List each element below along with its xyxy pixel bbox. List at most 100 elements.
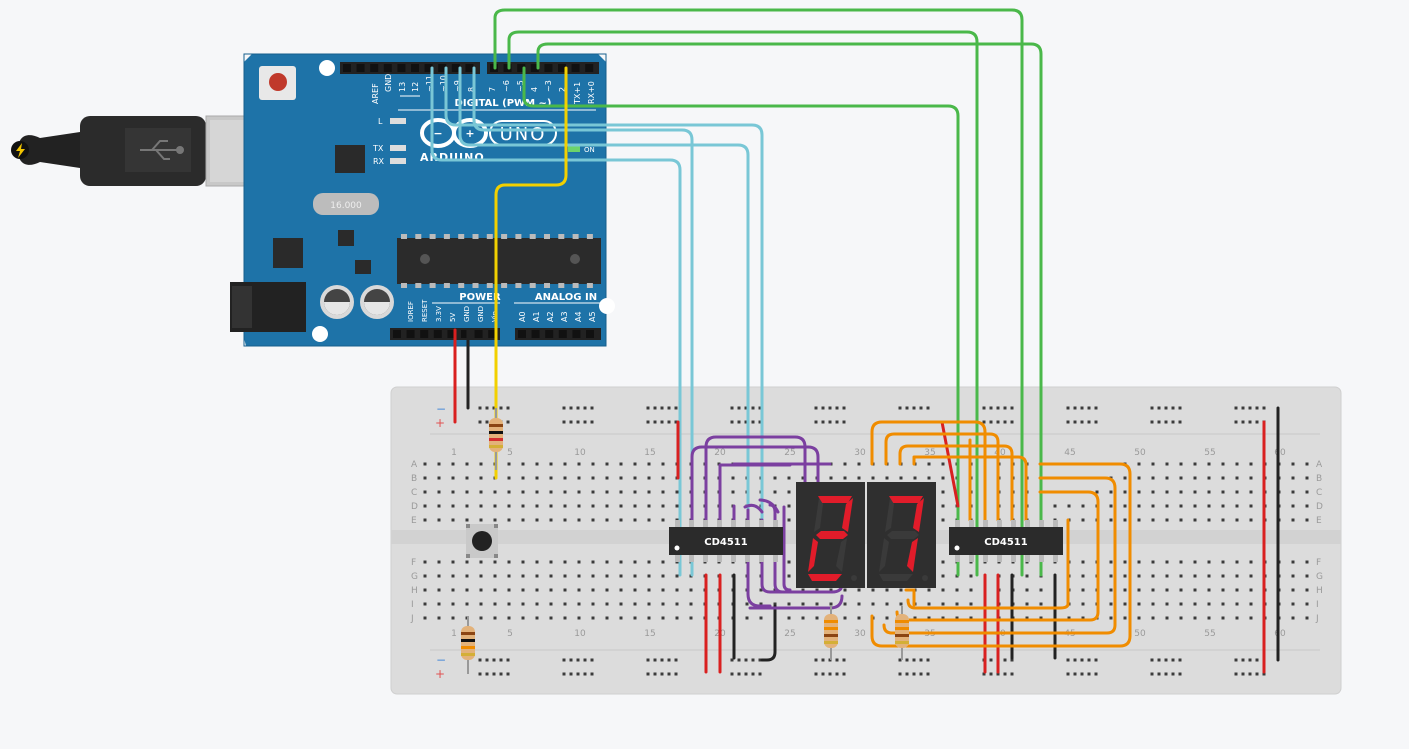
segment-b (913, 498, 924, 532)
power-pin-label: IOREF (407, 301, 415, 322)
column-number-top: 50 (1134, 448, 1146, 458)
row-letter: A (411, 460, 418, 470)
column-number-top: 1 (451, 448, 457, 458)
column-number-top: 30 (854, 448, 866, 458)
column-number-bottom: 1 (451, 629, 457, 639)
row-letter: H (1316, 586, 1323, 596)
chip-2-label: CD4511 (984, 537, 1028, 548)
column-number-bottom: 5 (507, 629, 513, 639)
resistor-3[interactable] (824, 606, 838, 660)
analog-pin-label: A2 (546, 311, 555, 322)
row-letter: B (411, 474, 417, 484)
segment-f (885, 498, 894, 532)
header-pin-label: 7 (488, 87, 497, 92)
resistor-2[interactable] (461, 616, 475, 674)
analog-pin-label: A4 (574, 311, 583, 322)
power-pin-label: 5V (449, 313, 457, 322)
header-pin-label: 4 (530, 87, 539, 92)
segment-e (808, 538, 818, 572)
rail-minus-top: − (436, 402, 446, 416)
bottom-power-rail[interactable] (478, 658, 1266, 676)
reset-button[interactable] (259, 66, 296, 100)
seven-segment-display-2[interactable] (867, 482, 936, 588)
resistor-1[interactable] (489, 408, 503, 470)
power-pin-label: 3.3V (435, 306, 443, 322)
header-pin-label: ~11 (425, 75, 434, 92)
brand-label: ARDUINO (420, 151, 485, 164)
segment-a (818, 496, 852, 503)
row-letter: B (1316, 474, 1322, 484)
analog-pin-label: A3 (560, 311, 569, 322)
rail-plus-top: + (435, 416, 445, 430)
wires[interactable] (430, 8, 1280, 674)
column-number-top: 20 (714, 448, 726, 458)
row-letter: G (411, 572, 418, 582)
push-button[interactable] (466, 524, 498, 558)
segment-e (879, 538, 889, 572)
arduino-uno-board[interactable]: 16.000 L TX RX ON − + (11, 53, 615, 347)
segment-a (889, 496, 923, 503)
column-number-bottom: 30 (854, 629, 866, 639)
header-pin-label: 13 (398, 82, 407, 92)
push-button-icon (472, 531, 492, 551)
segment-d (808, 574, 842, 581)
model-label: UNO (500, 124, 547, 145)
svg-text:+: + (465, 127, 474, 140)
segment-dp (851, 575, 857, 581)
column-number-bottom: 15 (644, 629, 655, 639)
column-number-top: 60 (1274, 448, 1286, 458)
header-pin-label: ~5 (516, 80, 525, 92)
column-number-bottom: 50 (1134, 629, 1146, 639)
row-letter: D (411, 502, 418, 512)
cd4511-chip-2[interactable]: CD4511 (949, 520, 1063, 562)
row-letter: A (1316, 460, 1323, 470)
row-letter: C (1316, 488, 1322, 498)
cd4511-chip-1[interactable]: CD4511 (669, 520, 783, 562)
crystal-label: 16.000 (330, 201, 362, 211)
led-l-label: L (378, 117, 383, 126)
segment-dp (922, 575, 928, 581)
segment-g (816, 531, 848, 539)
atmega-chip (397, 234, 601, 288)
resistor-4[interactable] (895, 606, 909, 660)
row-letter: E (1316, 516, 1322, 526)
led-rx-label: RX (373, 157, 385, 166)
led-tx-label: TX (372, 144, 384, 153)
segment-c (907, 538, 918, 572)
header-pin-label: 12 (411, 82, 420, 92)
column-number-bottom: 10 (574, 629, 586, 639)
column-number-top: 15 (644, 448, 655, 458)
power-pin-label: GND (463, 306, 471, 322)
column-number-top: 5 (507, 448, 513, 458)
svg-text:−: − (433, 127, 442, 140)
row-letter: I (1316, 600, 1319, 610)
row-letter: C (411, 488, 417, 498)
row-letter: J (410, 614, 414, 624)
header-pin-label: ~3 (544, 80, 553, 92)
chip-1-label: CD4511 (704, 537, 748, 548)
row-letter: J (1315, 614, 1319, 624)
column-number-top: 55 (1204, 448, 1215, 458)
header-pin-label: GND (384, 74, 393, 92)
row-letter: D (1316, 502, 1323, 512)
seven-segment-display-1[interactable] (796, 482, 865, 588)
header-pin-label: 8 (467, 87, 476, 92)
segment-b (842, 498, 853, 532)
row-letter: H (411, 586, 418, 596)
analog-pin-label: A1 (532, 311, 541, 322)
wire-group-green (493, 8, 1043, 577)
rail-minus-bottom: − (436, 653, 446, 667)
segment-g (887, 531, 919, 539)
row-letter: F (1316, 558, 1321, 568)
power-jack (230, 282, 306, 332)
row-letter: F (411, 558, 416, 568)
header-pin-label: ~6 (502, 80, 511, 92)
segment-c (836, 538, 847, 572)
row-letter: G (1316, 572, 1323, 582)
analog-in-label: ANALOG IN (535, 292, 597, 303)
wire-group-red (676, 420, 1266, 674)
on-label: ON (584, 146, 595, 154)
column-number-bottom: 25 (784, 629, 795, 639)
power-pin-label: RESET (421, 299, 429, 322)
